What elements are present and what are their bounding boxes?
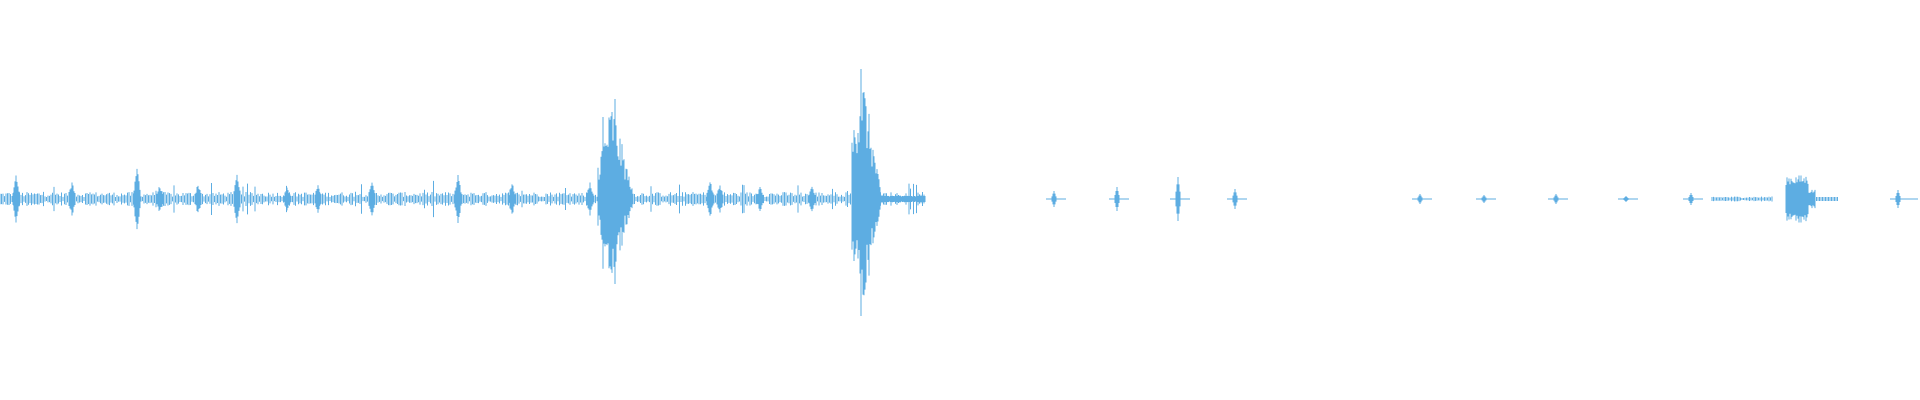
waveform-peaks (12, 69, 1918, 316)
